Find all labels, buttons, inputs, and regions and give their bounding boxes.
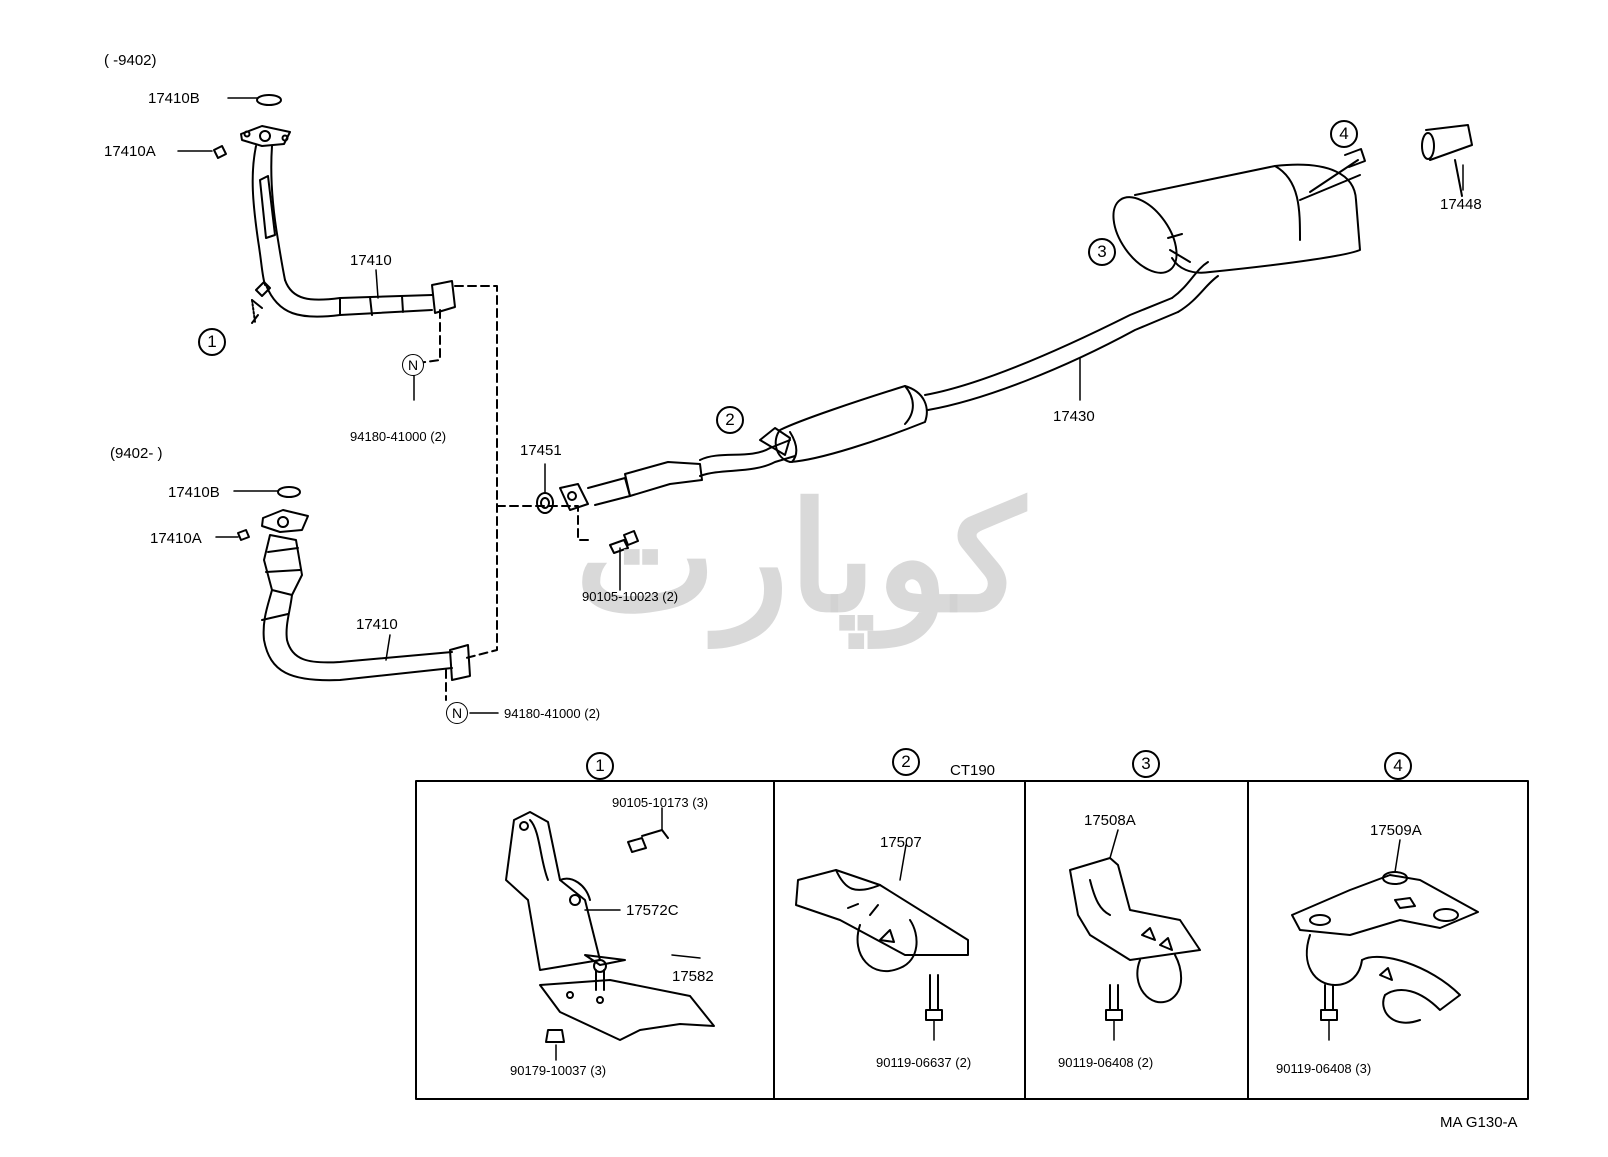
support-17509a — [1291, 871, 1479, 1024]
plate-17582 — [539, 979, 715, 1041]
support-17508a — [1069, 857, 1201, 1021]
label-90105-10173: 90105-10173 (3) — [612, 795, 709, 810]
label-17509a: 17509A — [1370, 822, 1422, 839]
label-17451: 17451 — [520, 442, 562, 459]
range-late: (9402- ) — [110, 445, 163, 462]
watermark: کوپارت — [575, 474, 1028, 649]
label-90119-06408-p4: 90119-06408 (3) — [1276, 1061, 1372, 1076]
label-17508a: 17508A — [1084, 812, 1136, 829]
bolt-90105-10023 — [609, 530, 639, 554]
label-17410b-upper: 17410B — [148, 90, 200, 107]
callout-1-upper: 1 — [198, 328, 226, 356]
label-17410b-lower: 17410B — [168, 484, 220, 501]
label-17582: 17582 — [672, 968, 714, 985]
panels-frame — [415, 780, 1529, 1100]
label-90119-06408-p3: 90119-06408 (2) — [1058, 1055, 1154, 1070]
panel-3-callout: 3 — [1132, 750, 1160, 778]
label-17507: 17507 — [880, 834, 922, 851]
model-ct190: CT190 — [950, 762, 996, 779]
label-17448: 17448 — [1440, 196, 1482, 213]
label-17572c: 17572C — [626, 902, 679, 919]
callout-4: 4 — [1330, 120, 1358, 148]
bracket-17572c — [505, 811, 626, 991]
label-17410a-upper: 17410A — [104, 143, 156, 160]
label-90105-10023: 90105-10023 (2) — [582, 589, 679, 604]
label-90119-06637: 90119-06637 (2) — [876, 1055, 972, 1070]
callout-2: 2 — [716, 406, 744, 434]
label-17410-lower: 17410 — [356, 616, 398, 633]
callout-3: 3 — [1088, 238, 1116, 266]
front-pipe-upper — [213, 94, 456, 324]
nut-symbol-upper: N — [402, 354, 424, 376]
label-17410a-lower: 17410A — [150, 530, 202, 547]
tail-tip — [1421, 124, 1473, 197]
label-94180-upper: 94180-41000 (2) — [350, 429, 447, 444]
range-early: ( -9402) — [104, 52, 157, 69]
panel-4-callout: 4 — [1384, 752, 1412, 780]
nut-symbol-lower: N — [446, 702, 468, 724]
label-90179-10037: 90179-10037 (3) — [510, 1063, 607, 1078]
tail-muffler — [1112, 148, 1366, 274]
label-94180-lower: 94180-41000 (2) — [504, 706, 601, 721]
front-pipe-lower — [237, 486, 471, 682]
center-pipe — [536, 261, 1219, 514]
label-17410-upper: 17410 — [350, 252, 392, 269]
support-17507 — [795, 869, 969, 1021]
nut-90179-10037 — [545, 1029, 565, 1043]
panel-1-callout: 1 — [586, 752, 614, 780]
label-17430: 17430 — [1053, 408, 1095, 425]
panel-2-callout: 2 — [892, 748, 920, 776]
diagram-code: MA G130-A — [1440, 1114, 1518, 1131]
bolt-90105-10173 — [627, 829, 669, 853]
